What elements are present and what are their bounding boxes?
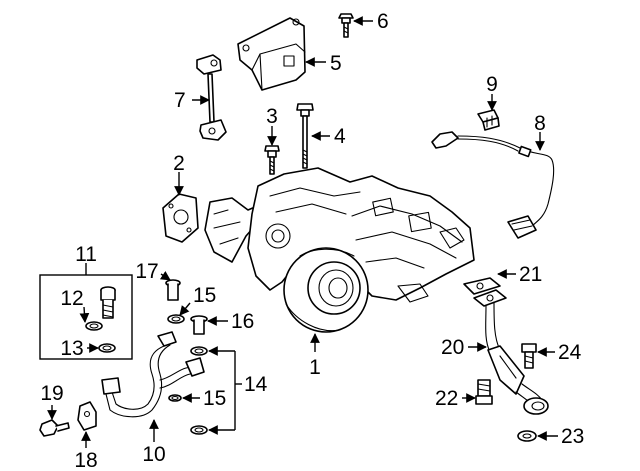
- sensor-wire-8: [431, 131, 555, 239]
- callout-15b: 15: [203, 387, 226, 410]
- washer-15a: [167, 314, 185, 324]
- callout-6: 6: [377, 10, 389, 33]
- banjo-bolt-16: [190, 315, 208, 335]
- callout-5: 5: [330, 52, 342, 75]
- oil-return-pipe-20: [473, 289, 549, 415]
- callout-23: 23: [561, 425, 584, 448]
- turbocharger: [204, 167, 475, 333]
- bolt-24: [521, 343, 537, 369]
- stud-4: [296, 103, 314, 169]
- callout-labels: 1 2 3 4 5 6 7 8 9 10 11 12 13 14 15 15 1…: [40, 10, 584, 471]
- callout-17: 17: [135, 260, 158, 283]
- bolt-9: [477, 109, 500, 131]
- gasket-2: [162, 193, 199, 243]
- callout-20: 20: [441, 336, 464, 359]
- callout-11: 11: [75, 243, 97, 266]
- heat-shield-bracket: [237, 17, 306, 91]
- callout-12: 12: [60, 287, 83, 310]
- callout-1: 1: [309, 356, 321, 379]
- washer-set-14: [168, 346, 208, 435]
- callout-22: 22: [435, 387, 458, 410]
- bolt-19: [39, 419, 70, 437]
- callout-4: 4: [334, 125, 346, 148]
- callout-24: 24: [558, 341, 582, 364]
- bolt-22: [475, 379, 493, 405]
- bolt-3: [264, 145, 280, 175]
- kit-11-box: [39, 274, 133, 360]
- callout-2: 2: [173, 152, 185, 175]
- plug-12: [85, 286, 116, 331]
- callout-14: 14: [244, 373, 268, 396]
- callout-18: 18: [74, 449, 97, 471]
- bolt-6: [338, 13, 354, 38]
- oil-line-10: [101, 331, 205, 418]
- callout-9: 9: [486, 73, 498, 96]
- callout-3: 3: [266, 105, 278, 128]
- callout-13: 13: [60, 337, 83, 360]
- callout-7: 7: [174, 89, 186, 112]
- leader-lines: [47, 16, 558, 448]
- bolt-17: [165, 279, 181, 301]
- callout-15a: 15: [193, 284, 216, 307]
- callout-21: 21: [519, 263, 542, 286]
- bracket-18: [77, 401, 97, 431]
- gasket-21: [463, 277, 501, 295]
- callout-19: 19: [40, 382, 63, 405]
- callout-8: 8: [534, 112, 546, 135]
- actuator-link: [196, 54, 227, 141]
- washer-23: [517, 430, 537, 442]
- callout-16: 16: [231, 310, 254, 333]
- callout-10: 10: [142, 443, 165, 466]
- washer-13: [98, 343, 116, 353]
